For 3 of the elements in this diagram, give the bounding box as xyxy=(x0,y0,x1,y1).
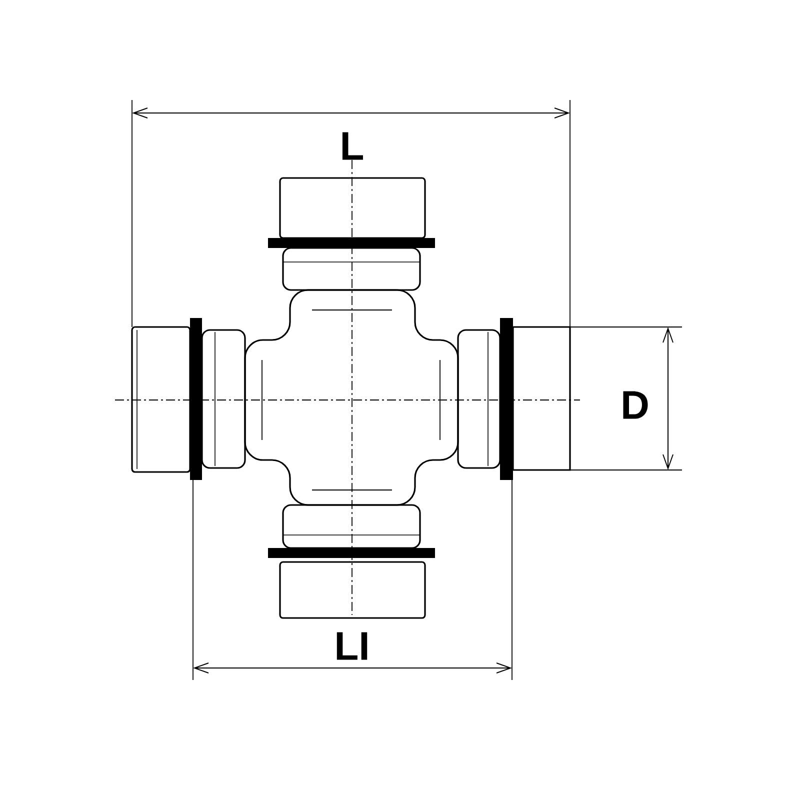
dimension-label: L xyxy=(342,132,363,160)
dimension-label: D xyxy=(623,391,648,419)
dimension-label: LI xyxy=(336,632,368,660)
